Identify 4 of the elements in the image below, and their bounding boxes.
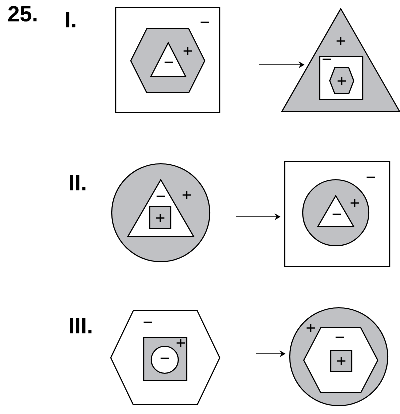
row-numeral: II. — [70, 175, 86, 191]
row-numeral: III. — [70, 318, 92, 334]
problem-number: 25. — [8, 6, 37, 22]
row-numeral: I. — [66, 12, 76, 28]
